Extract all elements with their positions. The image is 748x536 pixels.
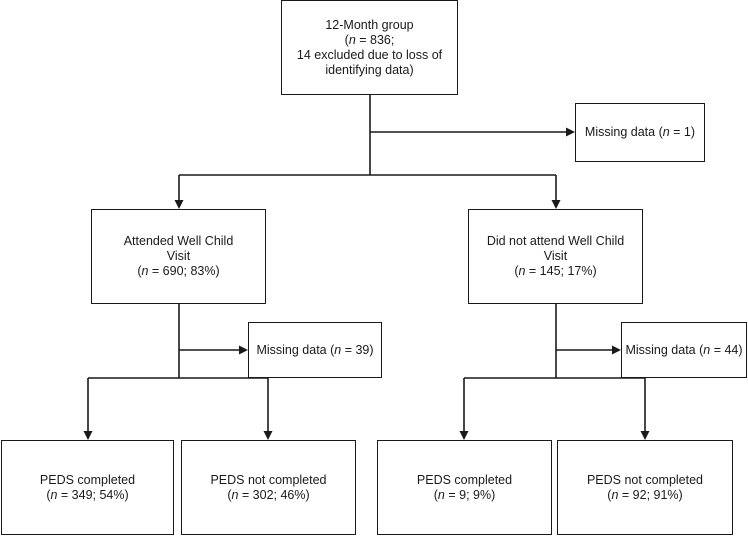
peds-not-completed-attended-open: ( [227,487,232,502]
peds-not-completed-not-attended-n: n [611,487,619,502]
arrowhead-to-not-attended [551,200,561,209]
peds-completed-attended-rest: = 349; 54%) [57,487,129,502]
root-note: 14 excluded due to loss of identifying d… [296,47,443,77]
missing-attended-prefix: Missing data ( [256,342,335,357]
peds-completed-not-attended-count: (n = 9; 9%) [434,488,496,503]
peds-not-completed-not-attended-rest: = 92; 91%) [618,487,683,502]
missing-root-label: Missing data (n = 1) [585,125,695,140]
box-missing-root: Missing data (n = 1) [575,103,705,162]
peds-not-completed-not-attended-count: (n = 92; 91%) [607,488,682,503]
box-missing-attended: Missing data (n = 39) [248,322,382,378]
arrowhead-to-peds-completed-attended [83,431,93,440]
missing-root-rest: = 1) [669,125,696,139]
missing-root-n: n [662,125,670,139]
missing-attended-n: n [334,342,342,357]
arrowhead-to-attended [174,200,184,209]
arrowhead-to-peds-not-completed-attended [263,431,273,440]
missing-attended-rest: = 39) [341,342,374,357]
peds-not-completed-not-attended-title: PEDS not completed [586,472,704,487]
attended-count-rest: = 690; 83%) [148,264,220,278]
peds-completed-attended-n: n [50,487,58,502]
attended-count-open: ( [137,264,142,278]
root-count: (n = 836; [345,33,395,48]
attended-count-n: n [141,264,149,278]
arrowhead-root-missing [566,127,575,137]
not-attended-title: Did not attend Well Child Visit [486,234,625,263]
peds-completed-attended-open: ( [46,487,51,502]
box-12-month-group: 12-Month group (n = 836; 14 excluded due… [281,0,458,95]
root-count-n: n [348,32,356,47]
peds-not-completed-attended-count: (n = 302; 46%) [227,488,309,503]
not-attended-count-rest: = 145; 17%) [525,264,597,278]
arrowhead-to-peds-completed-not-attended [459,431,469,440]
box-attended-well-child-visit: Attended Well Child Visit (n = 690; 83%) [91,209,266,304]
box-peds-not-completed-attended: PEDS not completed (n = 302; 46%) [181,440,356,535]
peds-completed-attended-count: (n = 349; 54%) [46,488,128,503]
arrowhead-not-attended-missing [612,345,621,355]
not-attended-count-open: ( [514,264,519,278]
missing-not-attended-prefix: Missing data ( [625,342,704,357]
root-title: 12-Month group [325,17,414,32]
box-peds-not-completed-not-attended: PEDS not completed (n = 92; 91%) [557,440,733,535]
peds-completed-not-attended-n: n [437,487,445,502]
missing-attended-label: Missing data (n = 39) [256,343,373,358]
peds-not-completed-attended-title: PEDS not completed [210,472,327,487]
attended-title: Attended Well Child Visit [123,234,234,263]
peds-not-completed-not-attended-open: ( [607,487,612,502]
root-count-rest: = 836; [355,32,395,47]
not-attended-count: (n = 145; 17%) [514,264,596,279]
box-missing-not-attended: Missing data (n = 44) [621,322,747,378]
missing-root-prefix: Missing data ( [584,125,663,139]
missing-not-attended-n: n [703,342,711,357]
box-peds-completed-not-attended: PEDS completed (n = 9; 9%) [377,440,552,535]
peds-completed-not-attended-rest: = 9; 9%) [444,487,496,502]
arrowhead-to-peds-not-completed-not-attended [640,431,650,440]
missing-not-attended-rest: = 44) [710,342,743,357]
peds-completed-not-attended-open: ( [433,487,438,502]
arrowhead-attended-missing [239,345,248,355]
peds-not-completed-attended-rest: = 302; 46%) [238,487,310,502]
peds-completed-attended-title: PEDS completed [39,472,136,487]
peds-completed-not-attended-title: PEDS completed [416,472,513,487]
not-attended-count-n: n [518,264,526,278]
missing-not-attended-label: Missing data (n = 44) [625,343,742,358]
peds-not-completed-attended-n: n [231,487,239,502]
attended-count: (n = 690; 83%) [137,264,219,279]
box-did-not-attend-well-child-visit: Did not attend Well Child Visit (n = 145… [468,209,643,304]
box-peds-completed-attended: PEDS completed (n = 349; 54%) [1,440,174,535]
root-count-open: ( [344,32,349,47]
